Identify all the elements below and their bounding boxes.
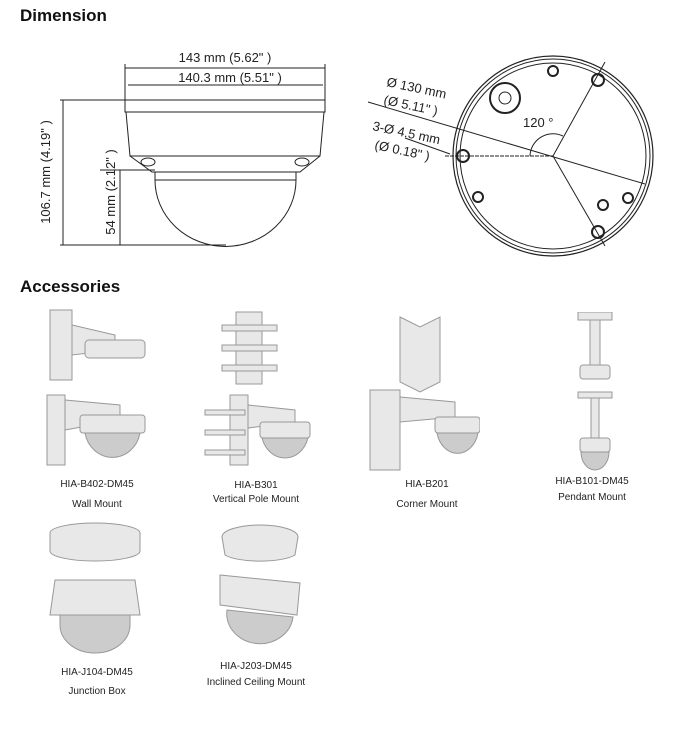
accessory-name: Corner Mount xyxy=(396,499,458,510)
accessories-heading: Accessories xyxy=(20,277,121,296)
width-outer-label: 143 mm (5.62" ) xyxy=(179,50,272,65)
dimension-heading: Dimension xyxy=(20,6,107,25)
accessory-model: HIA-B201 xyxy=(405,479,449,490)
wall-mount-image xyxy=(46,309,146,466)
width-inner-label: 140.3 mm (5.51" ) xyxy=(178,70,282,85)
accessory-name: Vertical Pole Mount xyxy=(212,494,300,505)
accessory-model: HIA-B301 xyxy=(234,480,278,491)
accessory-name: Inclined Ceiling Mount xyxy=(206,677,306,688)
junction-box-image xyxy=(49,522,141,654)
vertical-pole-mount-image xyxy=(204,311,311,466)
side-view-drawing: 143 mm (5.62" ) 140.3 mm (5.51" ) 106.7 … xyxy=(38,50,326,247)
accessory-model: HIA-J104-DM45 xyxy=(61,667,133,678)
angle-label: 120 ° xyxy=(523,115,554,130)
accessory-model: HIA-B101-DM45 xyxy=(555,476,629,487)
accessory-name: Junction Box xyxy=(68,686,126,697)
height-dome-label: 54 mm (2.12" ) xyxy=(103,149,118,235)
height-total-label: 106.7 mm (4.19" ) xyxy=(38,120,53,224)
corner-mount-image xyxy=(369,316,480,471)
pendant-mount-image xyxy=(577,312,613,471)
bottom-view-drawing: Ø 130 mm (Ø 5.11" ) 3-Ø 4.5 mm (Ø 0.18" … xyxy=(367,55,654,257)
accessory-name: Wall Mount xyxy=(72,499,122,510)
accessory-model: HIA-J203-DM45 xyxy=(220,661,292,672)
accessory-model: HIA-B402-DM45 xyxy=(60,479,134,490)
accessory-name: Pendant Mount xyxy=(558,492,626,503)
inclined-ceiling-mount-image xyxy=(219,524,301,645)
